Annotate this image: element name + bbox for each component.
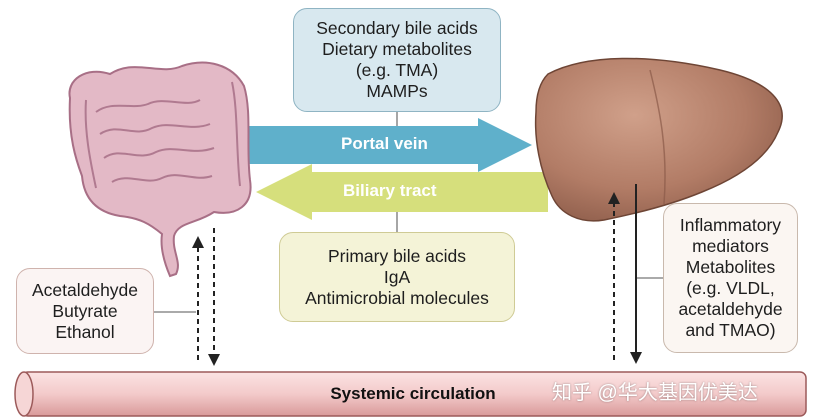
box-line: Ethanol <box>55 321 115 342</box>
biliary-tract-label: Biliary tract <box>343 181 437 200</box>
watermark: 知乎 @华大基因优美达 <box>552 382 758 404</box>
primary-bile-acids-box: Primary bile acids IgA Antimicrobial mol… <box>279 232 515 322</box>
box-line: (e.g. VLDL, <box>686 278 775 298</box>
box-line: Primary bile acids <box>327 245 467 266</box>
tube-end-left <box>14 371 34 417</box>
systemic-circulation-label: Systemic circulation <box>330 384 496 403</box>
box-line: and TMAO) <box>685 320 776 340</box>
box-line: Secondary bile acids <box>316 18 478 38</box>
box-line: (e.g. TMA) <box>355 60 439 80</box>
box-line: Butyrate <box>52 300 118 321</box>
portal-vein-arrow <box>248 118 532 172</box>
box-line: Antimicrobial molecules <box>305 287 489 308</box>
box-line: mediators <box>692 236 769 256</box>
box-line: MAMPs <box>366 81 428 101</box>
liver-illustration <box>534 57 783 222</box>
secondary-bile-acids-box: Secondary bile acids Dietary metabolites… <box>293 8 501 112</box>
box-line: Inflammatory <box>679 215 782 235</box>
box-line: IgA <box>383 266 411 287</box>
box-line: Dietary metabolites <box>322 39 472 59</box>
box-line: acetaldehyde <box>678 299 783 319</box>
liver-outputs-box: Inflammatory mediators Metabolites (e.g.… <box>663 203 798 353</box>
box-line: Metabolites <box>685 257 776 277</box>
box-line: Acetaldehyde <box>31 279 139 300</box>
biliary-tract-arrow <box>256 164 548 220</box>
portal-vein-label: Portal vein <box>341 134 428 153</box>
gut-metabolites-box: Acetaldehyde Butyrate Ethanol <box>16 268 154 354</box>
intestine-illustration <box>68 61 252 278</box>
